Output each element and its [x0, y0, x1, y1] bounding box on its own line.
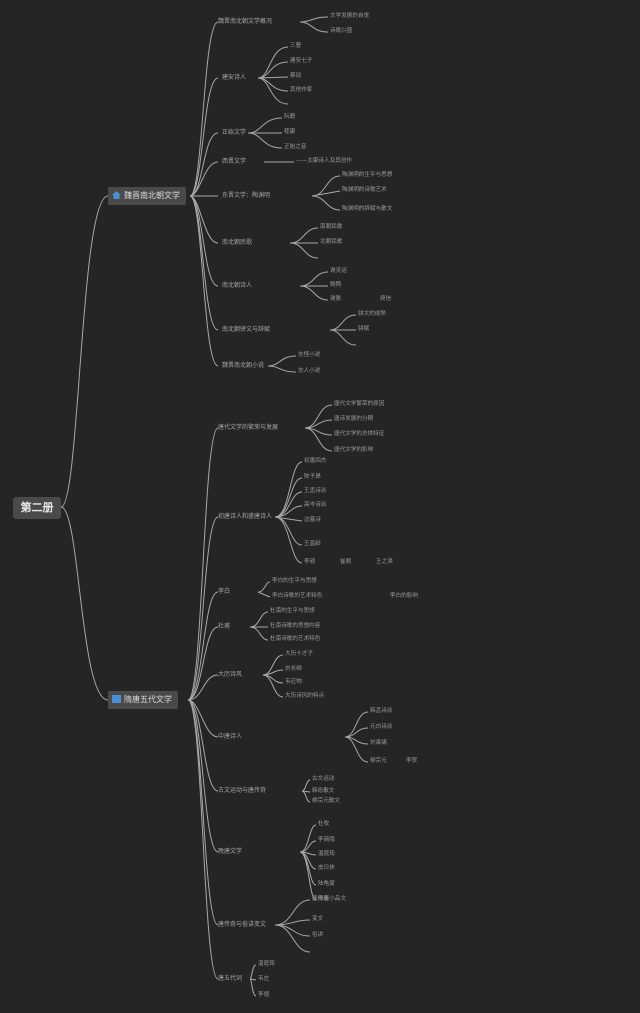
section-node[interactable]: 初唐诗人和盛唐诗人	[218, 513, 273, 520]
leaf-node[interactable]: 元白诗派	[370, 724, 393, 730]
section-node[interactable]: 唐五代词	[218, 975, 243, 982]
section-node[interactable]: 古文运动与唐传奇	[218, 787, 267, 794]
leaf-node[interactable]: 李贺	[406, 758, 418, 764]
section-node[interactable]: 晚唐文学	[218, 848, 243, 855]
section-node[interactable]: 正始文学	[222, 129, 247, 136]
leaf-node[interactable]: 温庭筠	[258, 961, 275, 967]
leaf-node[interactable]: 诗歌兴盛	[330, 28, 353, 34]
leaf-node[interactable]: 南朝民歌	[320, 224, 343, 230]
branch-label: 魏晋南北朝文学	[124, 191, 180, 200]
leaf-node[interactable]: 大历诗风的特点	[285, 693, 325, 699]
leaf-node[interactable]: 北朝民歌	[320, 239, 343, 245]
leaf-node[interactable]: 古文运动	[312, 776, 335, 782]
leaf-node[interactable]: 边塞诗	[304, 517, 321, 523]
leaf-node[interactable]: 陶渊明的生平与思想	[342, 172, 393, 178]
leaf-node[interactable]: 陶渊明的诗歌艺术	[342, 187, 387, 193]
leaf-node[interactable]: 韦庄	[258, 976, 270, 982]
leaf-node[interactable]: 鲍照	[330, 282, 342, 288]
leaf-node[interactable]: 李煜	[258, 992, 270, 998]
leaf-node[interactable]: ——太康诗人及其创作	[296, 158, 352, 164]
section-node[interactable]: 杜甫	[218, 623, 231, 630]
leaf-node[interactable]: 骈赋	[358, 326, 370, 332]
section-node[interactable]: 唐代文学的繁荣与发展	[218, 424, 279, 431]
leaf-node[interactable]: 李颀	[304, 559, 316, 565]
leaf-node[interactable]: 柳宗元	[370, 758, 387, 764]
section-node[interactable]: 唐传奇与俗讲变文	[218, 921, 267, 928]
section-node[interactable]: 中唐诗人	[218, 733, 243, 740]
leaf-node[interactable]: 初唐四杰	[304, 458, 327, 464]
leaf-node[interactable]: 韩愈散文	[312, 788, 335, 794]
leaf-node[interactable]: 唐代文学的总体特征	[334, 431, 385, 437]
leaf-node[interactable]: 刘禹锡	[370, 740, 387, 746]
section-node[interactable]: 南北朝诗人	[222, 282, 253, 289]
leaf-node[interactable]: 陆龟蒙	[318, 881, 335, 887]
leaf-node[interactable]: 志人小说	[298, 368, 321, 374]
leaf-node[interactable]: 杜甫诗歌的思想内容	[270, 623, 321, 629]
leaf-node[interactable]: 王昌龄	[304, 541, 321, 547]
leaf-node[interactable]: 皮日休	[318, 865, 335, 871]
leaf-node[interactable]: 唐代文学繁荣的原因	[334, 401, 385, 407]
leaf-node[interactable]: 志怪小说	[298, 352, 321, 358]
leaf-node[interactable]: 蔡琰	[290, 73, 302, 79]
leaf-node[interactable]: 唐诗发展的分期	[334, 416, 374, 422]
leaf-node[interactable]: 阮籍	[284, 114, 296, 120]
leaf-node[interactable]: 谢灵运	[330, 268, 347, 274]
leaf-node[interactable]: 谢朓	[330, 296, 342, 302]
section-node[interactable]: 东晋文学：陶渊明	[222, 192, 271, 199]
leaf-node[interactable]: 韦应物	[285, 679, 302, 685]
leaf-node[interactable]: 晚唐小品文	[318, 896, 346, 902]
section-node[interactable]: 李白	[218, 588, 231, 595]
leaf-node[interactable]: 李白的影响	[390, 593, 418, 599]
flag-icon	[112, 692, 121, 703]
branch-label: 隋唐五代文学	[124, 695, 172, 704]
leaf-node[interactable]: 文学发展的自觉	[330, 13, 370, 19]
leaf-node[interactable]: 王之涣	[376, 559, 393, 565]
leaf-node[interactable]: 崔颢	[340, 559, 352, 565]
leaf-node[interactable]: 李白的生平与思想	[272, 578, 317, 584]
section-node[interactable]: 魏晋南北朝文学概况	[218, 18, 273, 25]
leaf-node[interactable]: 庾信	[380, 296, 392, 302]
leaf-node[interactable]: 其他作家	[290, 87, 313, 93]
leaf-node[interactable]: 杜甫的生平与思想	[270, 608, 315, 614]
leaf-node[interactable]: 陈子昂	[304, 474, 321, 480]
leaf-node[interactable]: 骈文的成熟	[358, 311, 386, 317]
leaf-node[interactable]: 正始之音	[284, 144, 307, 150]
leaf-node[interactable]: 柳宗元散文	[312, 798, 340, 804]
section-node[interactable]: 西晋文学	[222, 158, 247, 165]
leaf-node[interactable]: 三曹	[290, 43, 302, 49]
section-node[interactable]: 建安诗人	[222, 74, 247, 81]
leaf-node[interactable]: 杜甫诗歌的艺术特色	[270, 636, 321, 642]
leaf-node[interactable]: 李商隐	[318, 837, 335, 843]
root-node[interactable]: 第二册	[13, 497, 61, 519]
leaf-node[interactable]: 俗讲	[312, 932, 324, 938]
leaf-node[interactable]: 唐代文学的影响	[334, 447, 374, 453]
leaf-node[interactable]: 建安七子	[290, 58, 313, 64]
leaf-node[interactable]: 唐传奇	[312, 896, 329, 902]
leaf-node[interactable]: 温庭筠	[318, 851, 335, 857]
leaf-node[interactable]: 陶渊明的辞赋与散文	[342, 206, 393, 212]
leaf-node[interactable]: 高岑诗派	[304, 502, 327, 508]
leaf-node[interactable]: 变文	[312, 916, 324, 922]
house-icon	[112, 188, 121, 199]
leaf-node[interactable]: 嵇康	[284, 129, 296, 135]
leaf-node[interactable]: 杜牧	[318, 821, 330, 827]
leaf-node[interactable]: 韩孟诗派	[370, 708, 393, 714]
section-node[interactable]: 南北朝民歌	[222, 239, 253, 246]
section-node[interactable]: 魏晋南北朝小说	[222, 362, 265, 369]
section-node[interactable]: 南北朝骈文与辞赋	[222, 326, 271, 333]
leaf-node[interactable]: 刘长卿	[285, 666, 302, 672]
leaf-node[interactable]: 王孟诗派	[304, 488, 327, 494]
leaf-node[interactable]: 李白诗歌的艺术特色	[272, 593, 323, 599]
branch-node-weijin[interactable]: 魏晋南北朝文学	[108, 187, 186, 205]
leaf-node[interactable]: 大历十才子	[285, 651, 313, 657]
branch-node-suitang[interactable]: 隋唐五代文学	[108, 691, 178, 709]
section-node[interactable]: 大历诗风	[218, 671, 243, 678]
